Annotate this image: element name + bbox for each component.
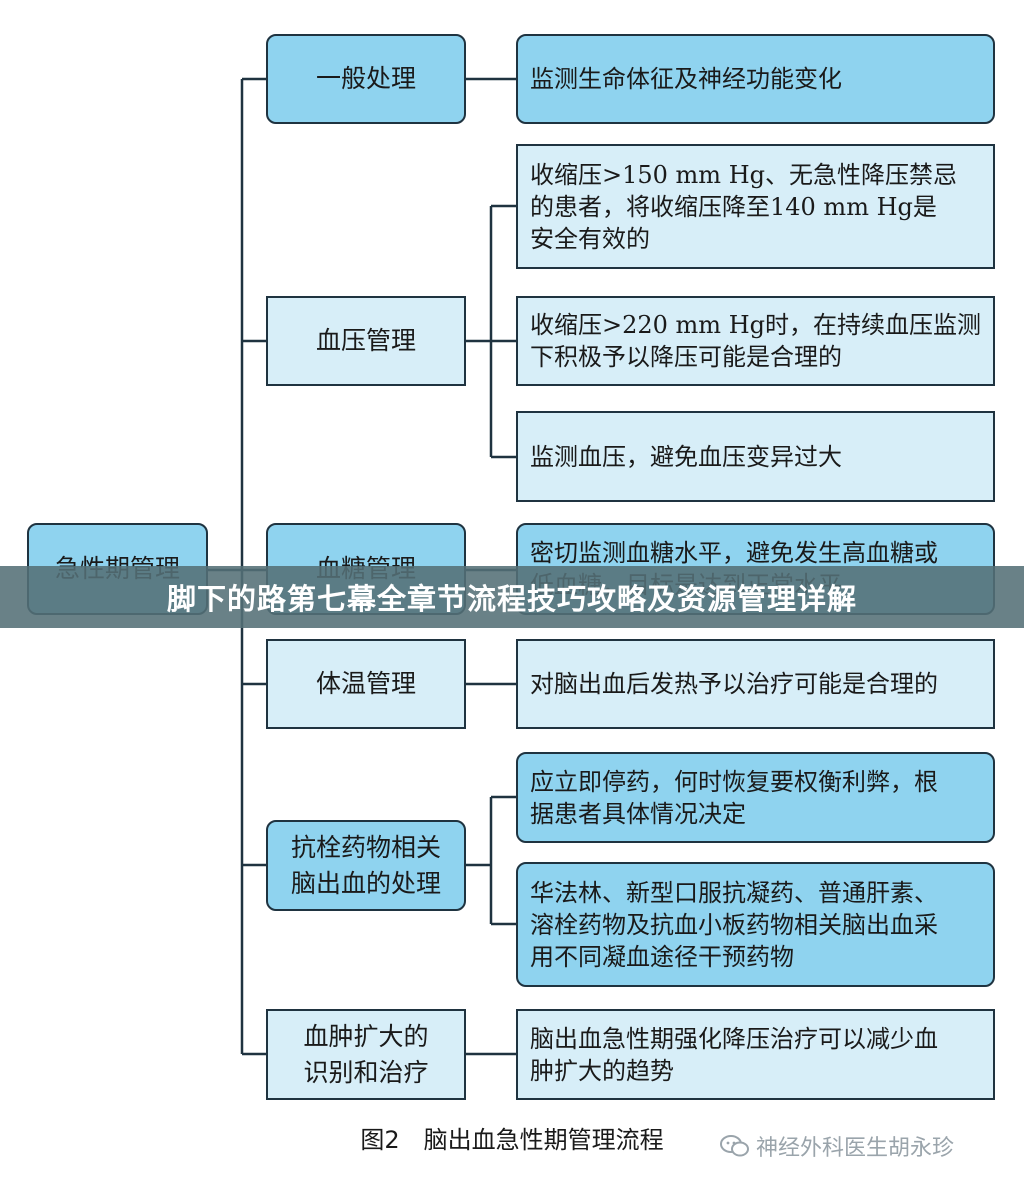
- detail-text: 应立即停药，何时恢复要权衡利弊，根 据患者具体情况决定: [530, 767, 938, 828]
- figure-caption: 图2 脑出血急性期管理流程: [360, 1126, 664, 1154]
- overlay-title-banner: 脚下的路第七幕全章节流程技巧攻略及资源管理详解: [0, 566, 1024, 628]
- detail-text: 对脑出血后发热予以治疗可能是合理的: [530, 670, 938, 698]
- detail-blood-pressure-3: 监测血压，避免血压变异过大: [516, 411, 995, 502]
- detail-text: 华法林、新型口服抗凝药、普通肝素、 溶栓药物及抗血小板药物相关脑出血采 用不同凝…: [530, 878, 938, 971]
- category-body-temperature: 体温管理: [266, 639, 466, 729]
- watermark: 神经外科医生胡永珍: [720, 1130, 954, 1162]
- category-general-treatment: 一般处理: [266, 34, 466, 124]
- detail-hematoma-expansion: 脑出血急性期强化降压治疗可以减少血 肿扩大的趋势: [516, 1009, 995, 1100]
- detail-text: 收缩压>220 mm Hg时，在持续血压监测 下积极予以降压可能是合理的: [530, 311, 981, 371]
- detail-blood-pressure-2: 收缩压>220 mm Hg时，在持续血压监测 下积极予以降压可能是合理的: [516, 296, 995, 386]
- banner-text: 脚下的路第七幕全章节流程技巧攻略及资源管理详解: [166, 582, 857, 616]
- category-label: 体温管理: [315, 669, 416, 698]
- category-hematoma-expansion: 血肿扩大的 识别和治疗: [266, 1009, 466, 1100]
- category-label: 一般处理: [315, 64, 416, 93]
- watermark-text: 神经外科医生胡永珍: [756, 1136, 955, 1161]
- detail-text: 监测生命体征及神经功能变化: [530, 65, 842, 93]
- detail-text: 监测血压，避免血压变异过大: [530, 442, 842, 471]
- category-label: 血肿扩大的 识别和治疗: [303, 1021, 429, 1087]
- detail-antithrombotic-2: 华法林、新型口服抗凝药、普通肝素、 溶栓药物及抗血小板药物相关脑出血采 用不同凝…: [516, 862, 995, 987]
- category-antithrombotic: 抗栓药物相关 脑出血的处理: [266, 820, 466, 911]
- detail-blood-pressure-1: 收缩压>150 mm Hg、无急性降压禁忌 的患者，将收缩压降至140 mm H…: [516, 144, 995, 269]
- category-label: 血压管理: [315, 326, 416, 355]
- wechat-icon: [720, 1134, 750, 1158]
- detail-general-treatment: 监测生命体征及神经功能变化: [516, 34, 995, 124]
- category-blood-pressure: 血压管理: [266, 296, 466, 386]
- category-label: 抗栓药物相关 脑出血的处理: [290, 832, 441, 898]
- detail-text: 收缩压>150 mm Hg、无急性降压禁忌 的患者，将收缩压降至140 mm H…: [530, 160, 957, 253]
- detail-antithrombotic-1: 应立即停药，何时恢复要权衡利弊，根 据患者具体情况决定: [516, 752, 995, 843]
- detail-text: 脑出血急性期强化降压治疗可以减少血 肿扩大的趋势: [530, 1024, 938, 1085]
- detail-body-temperature: 对脑出血后发热予以治疗可能是合理的: [516, 639, 995, 729]
